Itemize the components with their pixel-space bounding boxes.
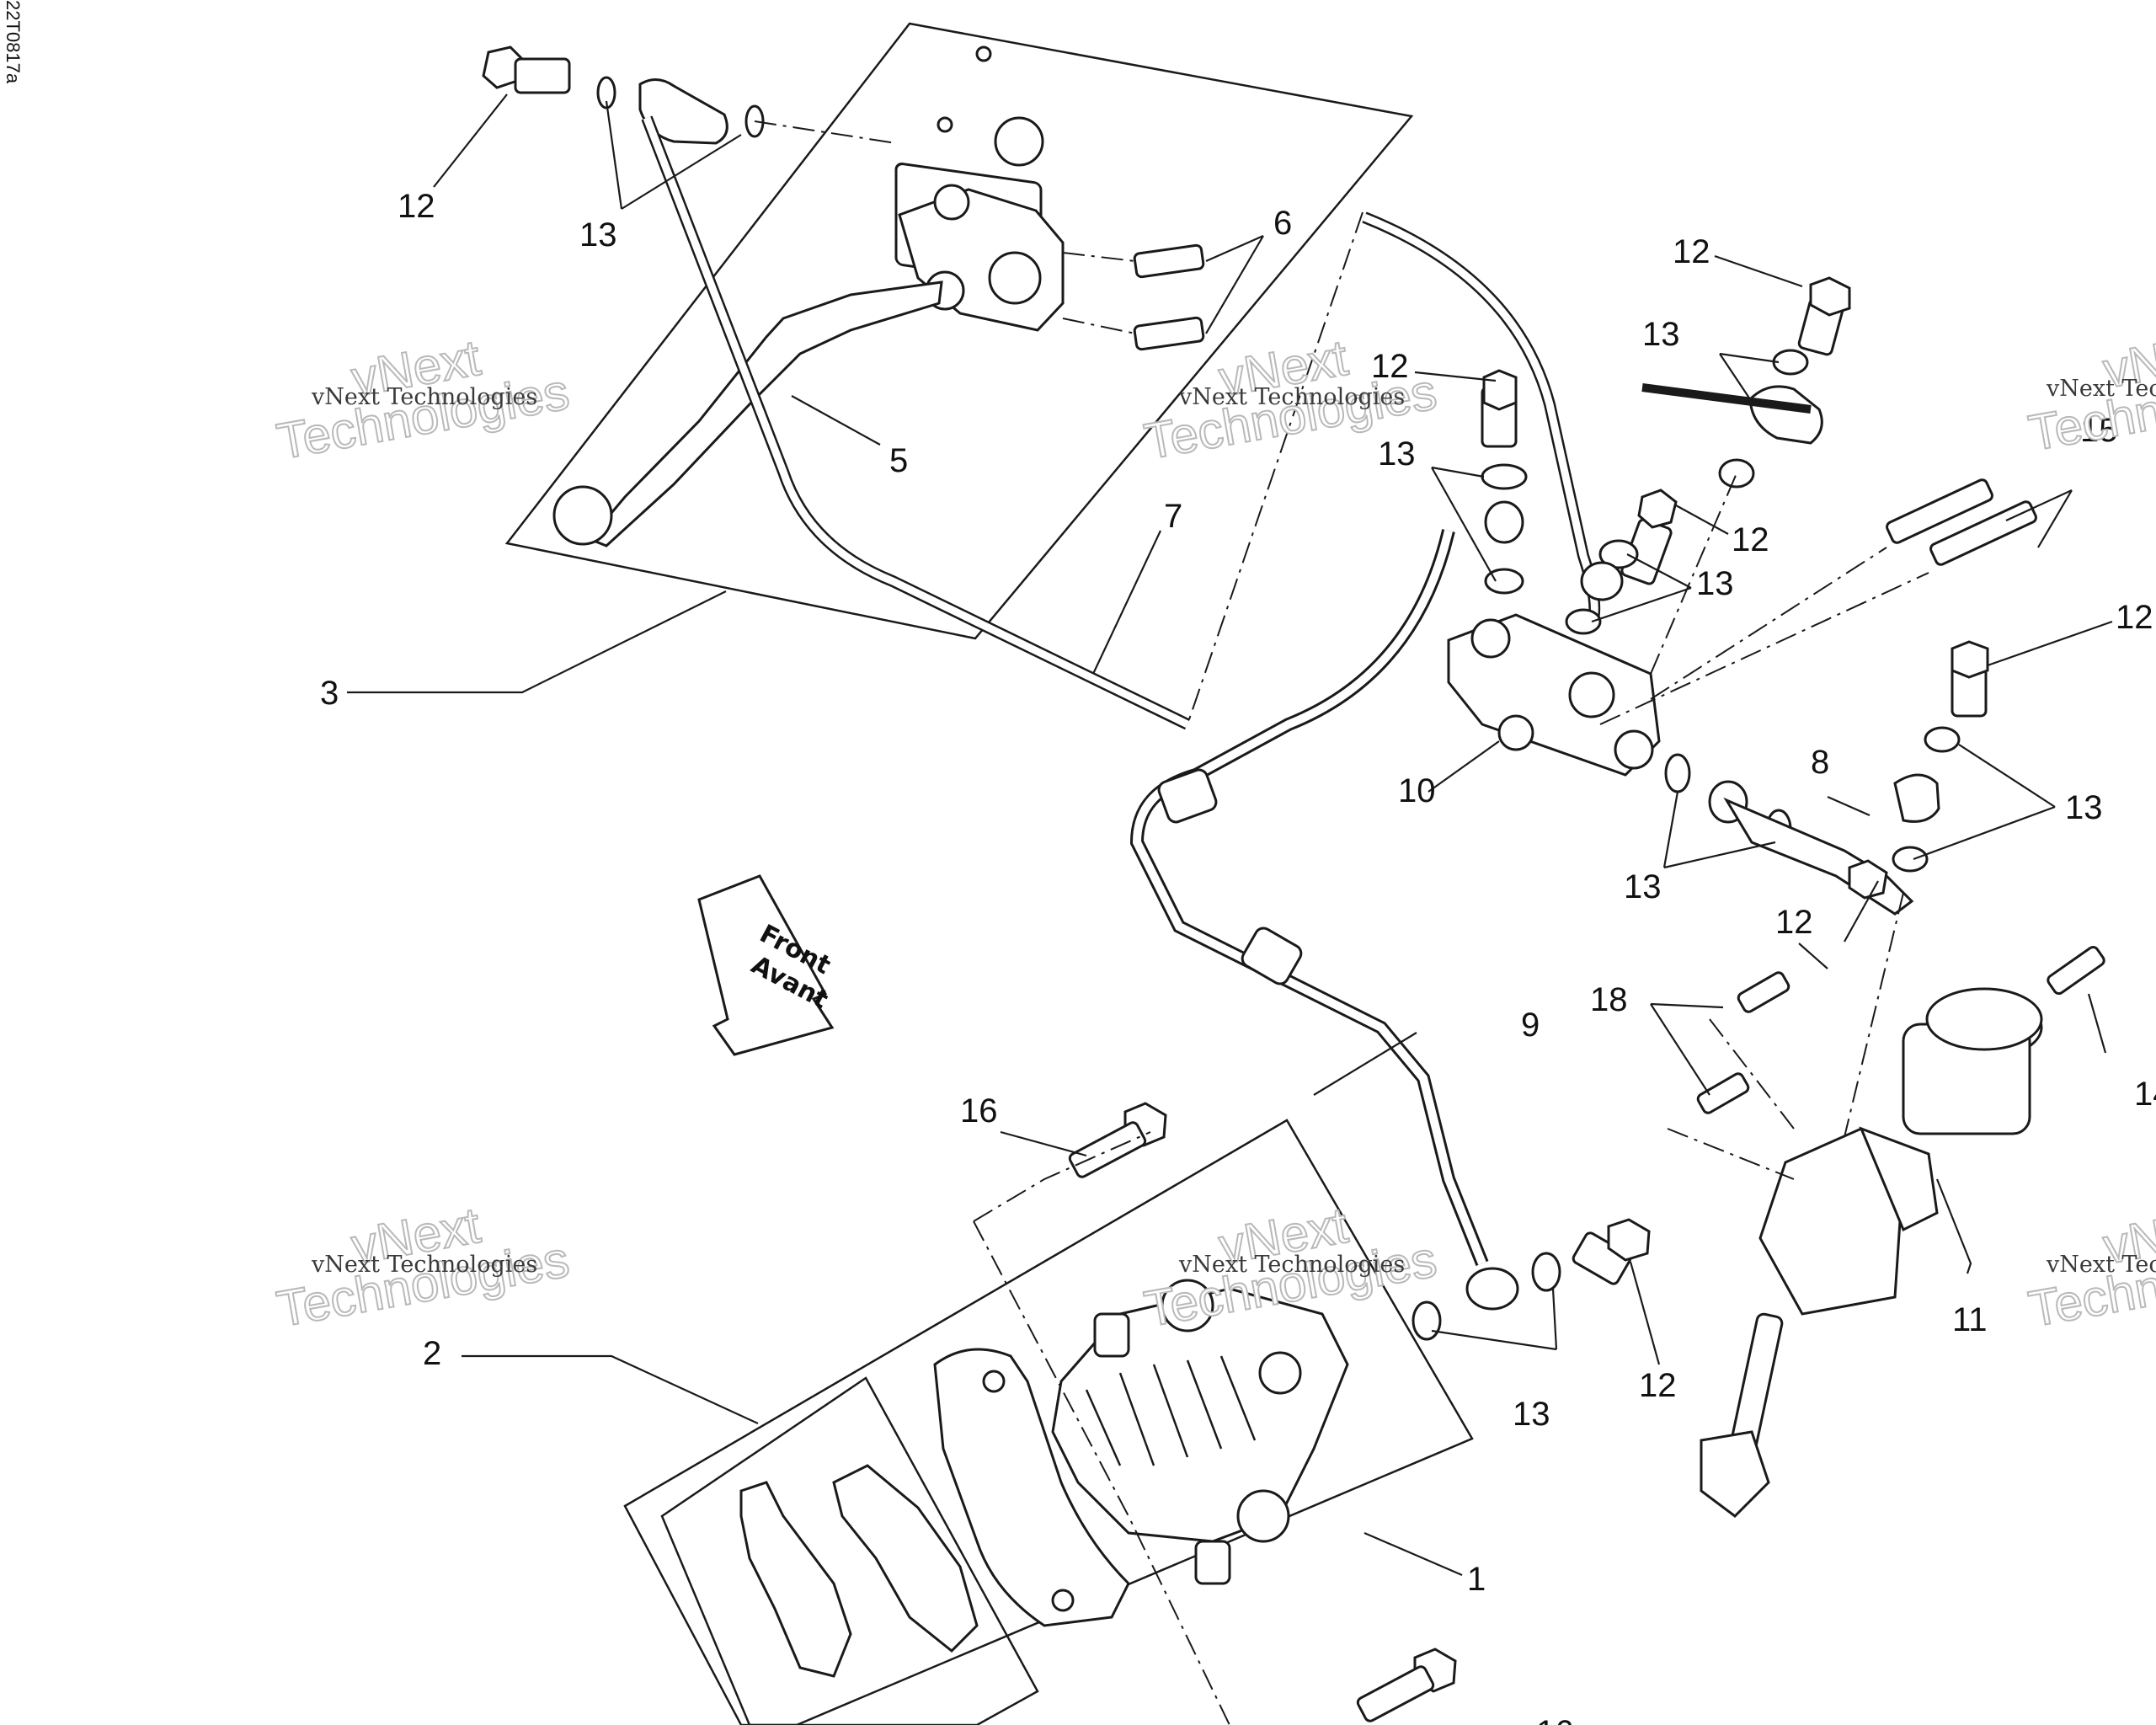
banjo-eye-caliper [1465,1267,1519,1311]
banjo-bolt-top [482,45,571,94]
callout-11: 11 [1952,1301,1988,1338]
callout-1: 1 [1467,1561,1486,1598]
callout-2: 2 [423,1335,441,1372]
callout-13: 13 [2065,789,2103,826]
callout-12: 12 [398,188,435,225]
callout-9: 9 [1521,1007,1540,1044]
caliper-bracket [933,1348,1130,1627]
svg-text:vNext Technologies: vNext Technologies [2046,376,2156,402]
watermark-6: vNext Technologies vNext Technologies [2024,1196,2156,1338]
callout-13: 13 [1642,316,1680,353]
lever-ball-end [552,485,613,546]
caliper-panel [623,1119,1474,1725]
callout-13: 13 [579,216,617,254]
master-cylinder-group [482,22,1414,730]
callout-13: 13 [1513,1396,1550,1433]
callout-3: 3 [320,675,339,712]
callout-5: 5 [889,442,908,479]
brake-pad [832,1464,979,1653]
callout-12: 12 [1673,233,1710,270]
washer [596,76,616,109]
brake-distributor-block [1447,613,1661,777]
watermark-4: vNext Technologies vNext Technologies [272,1196,574,1338]
master-cylinder-panel [504,22,1414,640]
callout-12: 12 [2116,599,2153,636]
svg-text:vNext Technologies: vNext Technologies [311,1252,537,1278]
drawing-code: 22T0817a [3,0,24,84]
callout-18: 18 [1590,981,1628,1018]
brake-hose-long [1129,529,1489,1266]
callout-12: 12 [1732,521,1769,558]
caliper-bolt-bottom [1356,1648,1457,1722]
brake-lever [587,280,943,547]
callout-15: 15 [2080,412,2118,449]
rear-master-cylinder [1667,892,2105,1518]
callout-6: 6 [1273,205,1292,242]
callout-14: 14 [2134,1076,2156,1113]
svg-text:vNext Technologies: vNext Technologies [1178,384,1405,410]
callout-13: 13 [1624,868,1662,905]
svg-text:vNext Technologies: vNext Technologies [2046,1252,2156,1278]
leader-lines [347,93,2113,1365]
svg-text:vNext Technologies: vNext Technologies [1178,1252,1405,1278]
callout-labels: 12 13 6 5 7 3 12 13 12 13 12 13 15 12 10… [320,188,2156,1725]
brake-pad-panel [660,1376,1039,1725]
caliper-group [623,1102,1651,1725]
callout-13: 13 [1378,435,1416,473]
callout-7: 7 [1164,498,1182,535]
callout-12: 12 [1639,1367,1677,1404]
distributor-fittings [1481,276,2037,916]
callout-10: 10 [1398,772,1436,809]
caliper-bolt-top [1068,1102,1167,1178]
callout-12: 12 [1371,348,1409,385]
callout-16: 16 [960,1092,998,1130]
brake-pad-shim [739,1481,852,1678]
callout-8: 8 [1811,744,1829,781]
watermark-3: vNext Technologies vNext Technologies [2024,320,2156,462]
callout-16: 16 [1536,1714,1574,1725]
callout-13: 13 [1696,565,1734,602]
watermark-1: vNext Technologies vNext Technologies [272,328,574,471]
callout-12: 12 [1775,904,1813,941]
brake-hose-upper-inner [643,116,1189,729]
front-direction-arrow: Front Avant [697,874,835,1056]
lever-pivot-bolts [1133,243,1205,351]
svg-text:vNext Technologies: vNext Technologies [311,384,537,410]
